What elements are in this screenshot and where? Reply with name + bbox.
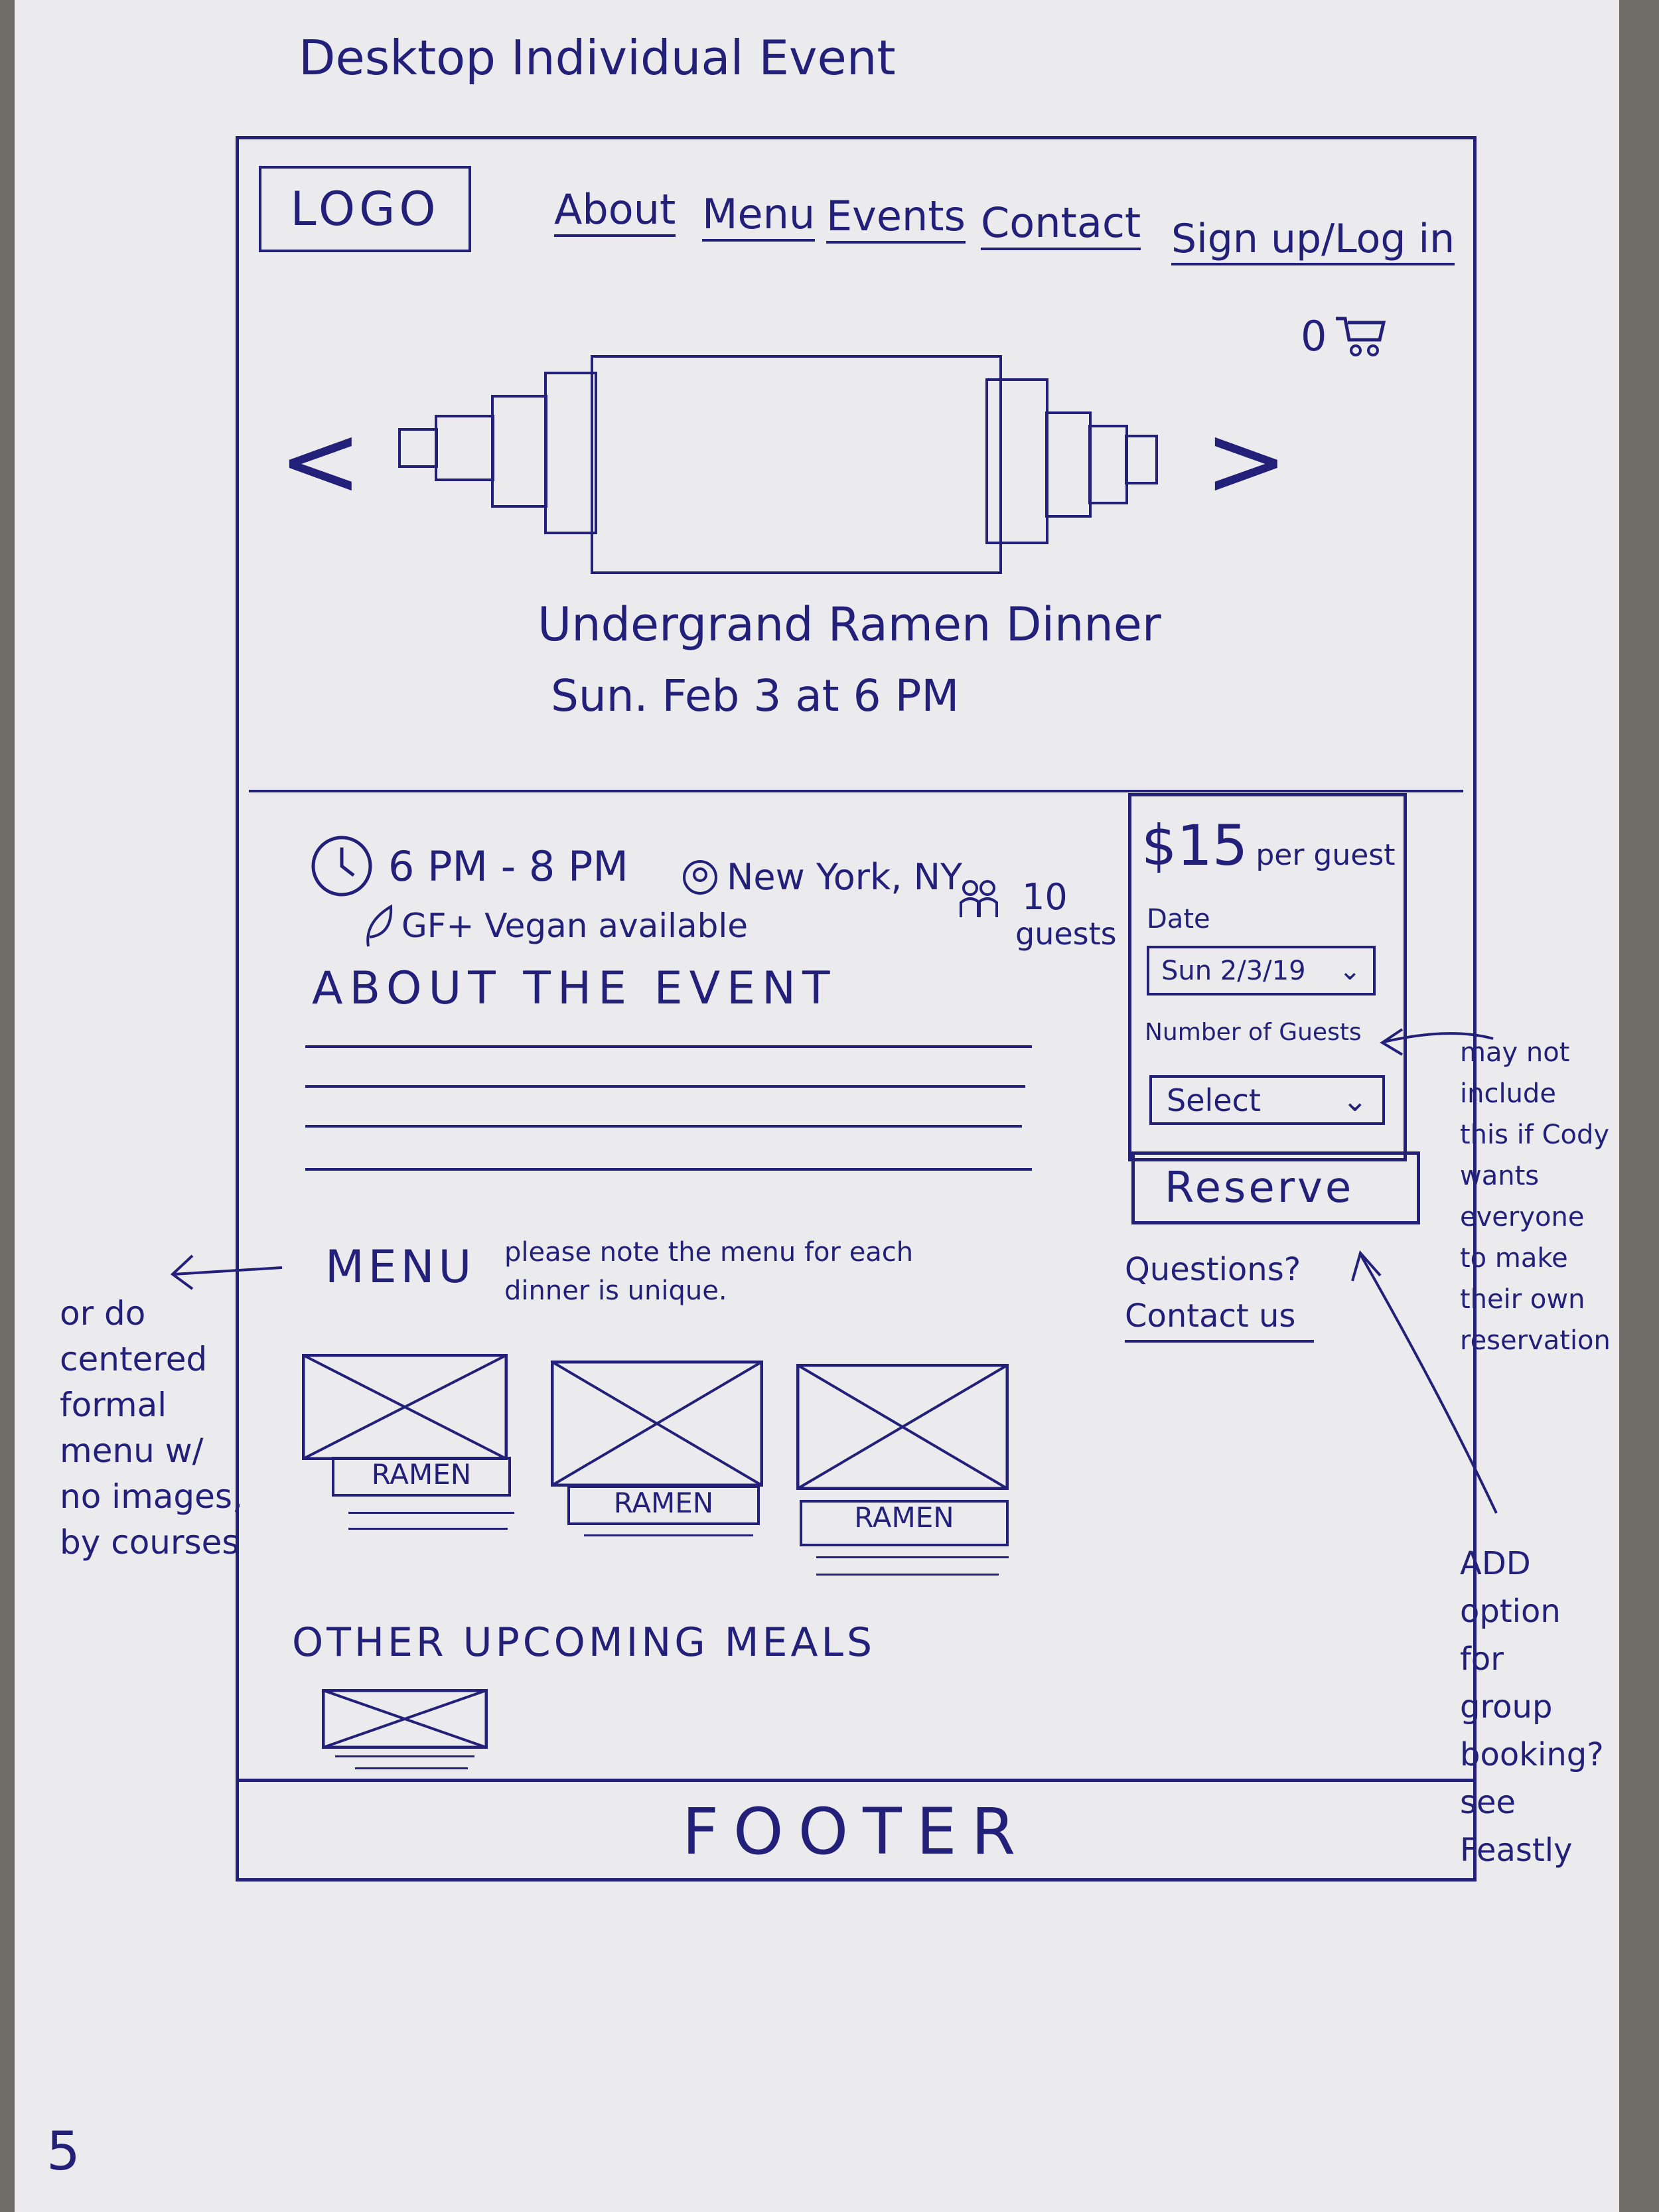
text-line	[348, 1528, 508, 1530]
price-value: $15	[1141, 813, 1248, 878]
footer: FOOTER	[236, 1782, 1477, 1881]
text-line	[816, 1574, 999, 1576]
image-placeholder-icon	[796, 1363, 1009, 1491]
chevron-down-icon: ⌄	[1338, 955, 1361, 986]
footer-label: FOOTER	[682, 1795, 1031, 1869]
cart[interactable]: 0	[1301, 312, 1386, 360]
booking-panel	[1128, 793, 1407, 1161]
page-number: 5	[46, 2120, 80, 2182]
guests-label: Number of Guests	[1145, 1019, 1362, 1046]
carousel-next-button[interactable]: >	[1204, 404, 1288, 519]
nav-about[interactable]: About	[554, 189, 676, 237]
menu-item-card[interactable]: RAMEN	[550, 1360, 764, 1536]
text-line	[305, 1125, 1022, 1128]
menu-note: please note the menu for each dinner is …	[504, 1237, 914, 1306]
cart-count: 0	[1301, 312, 1327, 360]
image-placeholder-icon	[321, 1688, 488, 1749]
nav-contact[interactable]: Contact	[981, 202, 1141, 250]
chevron-down-icon: ⌄	[1342, 1082, 1368, 1118]
cart-icon	[1336, 317, 1386, 356]
text-line	[305, 1085, 1025, 1088]
carousel-prev-button[interactable]: <	[279, 404, 362, 519]
sheet-heading: Desktop Individual Event	[299, 30, 896, 86]
text-line	[305, 1045, 1032, 1048]
annotation-guests-optional: may not include this if Cody wants every…	[1460, 1037, 1611, 1356]
carousel-slide[interactable]	[544, 372, 597, 534]
section-divider	[249, 790, 1463, 792]
date-label: Date	[1147, 904, 1210, 934]
event-title: Undergrand Ramen Dinner	[538, 597, 1161, 652]
price: $15 per guest	[1141, 813, 1395, 878]
date-select-value: Sun 2/3/19	[1161, 955, 1306, 986]
carousel-slide[interactable]	[985, 378, 1048, 544]
logo[interactable]: LOGO	[259, 166, 471, 252]
questions-text: Questions?	[1125, 1251, 1301, 1288]
guests-select[interactable]: Select ⌄	[1149, 1075, 1385, 1125]
event-date: Sun. Feb 3 at 6 PM	[551, 670, 960, 721]
arrow-left-icon	[1380, 1028, 1494, 1056]
event-location-text: New York, NY	[727, 856, 962, 898]
annotation-group-booking: ADD option for group booking? see Feastl…	[1460, 1545, 1604, 1869]
carousel-slide[interactable]	[491, 395, 547, 508]
text-line	[348, 1512, 514, 1514]
nav-menu[interactable]: Menu	[702, 194, 816, 242]
text-line	[584, 1534, 753, 1536]
menu-item-label: RAMEN	[567, 1485, 760, 1525]
guests-word: guests	[1015, 916, 1117, 952]
text-line	[305, 1168, 1032, 1171]
image-placeholder-icon	[550, 1360, 764, 1487]
guests-count: 10	[1022, 876, 1068, 918]
nav-events[interactable]: Events	[826, 196, 966, 244]
event-time: 6 PM - 8 PM	[309, 833, 628, 899]
price-unit: per guest	[1256, 838, 1396, 872]
menu-item-card[interactable]: RAMEN	[301, 1353, 514, 1530]
carousel-slide[interactable]	[435, 415, 494, 481]
clock-icon	[311, 836, 372, 897]
reserve-button[interactable]: Reserve	[1131, 1151, 1420, 1224]
text-line	[335, 1755, 474, 1757]
date-select[interactable]: Sun 2/3/19 ⌄	[1147, 946, 1376, 995]
upcoming-meal-card[interactable]	[321, 1688, 488, 1769]
browser-frame	[236, 136, 1477, 1881]
location-pin-icon	[683, 859, 717, 895]
leaf-icon	[366, 904, 393, 947]
menu-item-card[interactable]: RAMEN	[796, 1363, 1009, 1576]
carousel-main-slide[interactable]	[591, 355, 1002, 574]
menu-heading: MENU	[325, 1241, 476, 1293]
diet-text: GF+ Vegan available	[401, 907, 749, 945]
arrow-up-icon	[1351, 1250, 1498, 1514]
footer-divider	[239, 1779, 1473, 1782]
guests-icon	[960, 880, 998, 917]
paper-sheet	[15, 0, 1619, 2212]
guests-select-value: Select	[1167, 1082, 1261, 1118]
text-line	[816, 1556, 1009, 1558]
about-heading: ABOUT THE EVENT	[312, 962, 837, 1015]
menu-item-label: RAMEN	[800, 1500, 1009, 1546]
text-line	[355, 1767, 468, 1769]
carousel-slide[interactable]	[1125, 435, 1158, 484]
carousel-slide[interactable]	[1045, 411, 1092, 518]
contact-us-link[interactable]: Contact us	[1125, 1297, 1314, 1343]
arrow-left-icon	[170, 1254, 283, 1290]
image-placeholder-icon	[301, 1353, 508, 1461]
event-time-text: 6 PM - 8 PM	[388, 842, 628, 891]
annotation-menu-alternative: or do centered formal menu w/ no images,…	[60, 1294, 243, 1562]
carousel-slide[interactable]	[1088, 425, 1128, 504]
signup-login-link[interactable]: Sign up/Log in	[1171, 219, 1455, 265]
event-location: New York, NY	[680, 856, 962, 898]
menu-item-label: RAMEN	[332, 1457, 511, 1497]
diet-info: GF+ Vegan available	[362, 903, 748, 949]
carousel-slide[interactable]	[398, 428, 438, 468]
other-meals-heading: OTHER UPCOMING MEALS	[292, 1619, 876, 1666]
